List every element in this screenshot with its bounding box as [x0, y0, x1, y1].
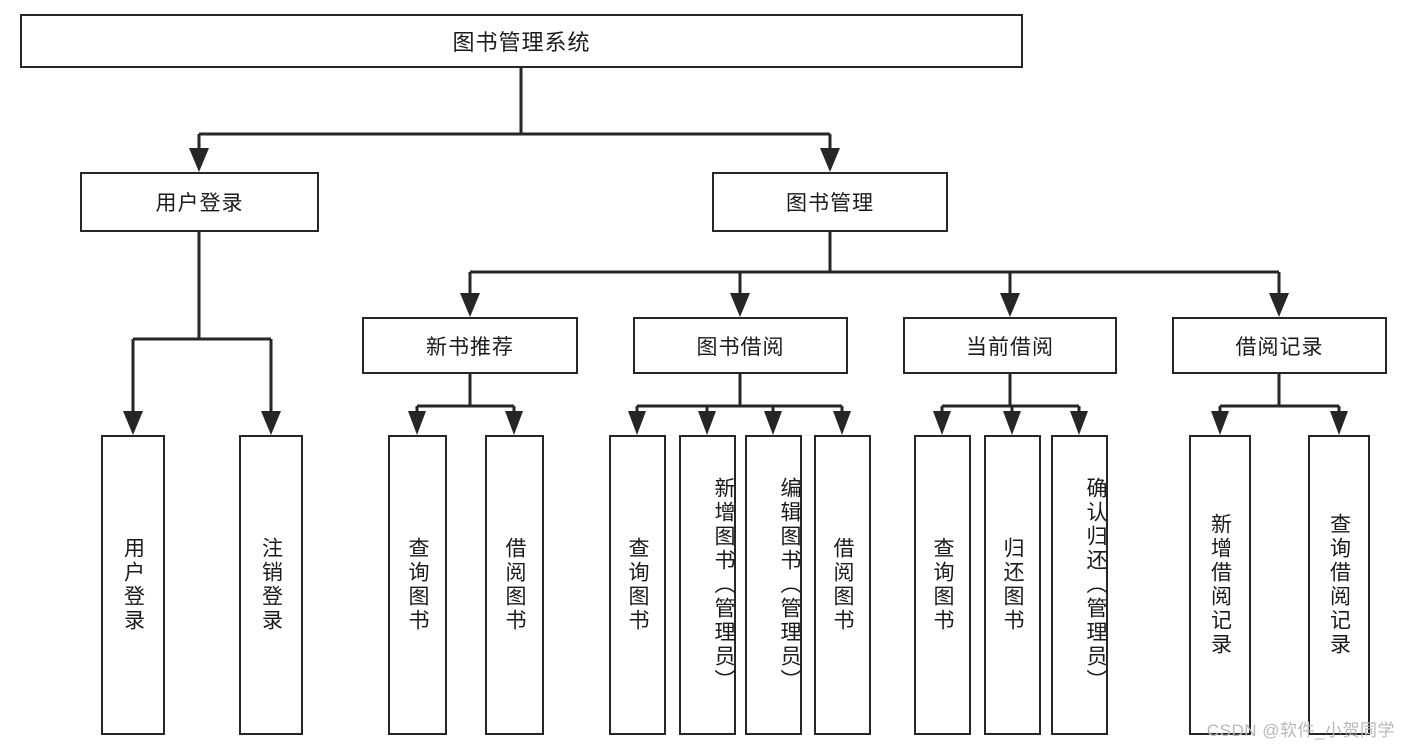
- node-leaf-query-book-recommend[interactable]: 查询图书: [388, 435, 447, 735]
- node-label: 确认归还（管理员）: [1084, 477, 1107, 693]
- node-user-login[interactable]: 用户登录: [80, 172, 319, 232]
- arrowhead-new-book-recommend: [460, 293, 480, 317]
- node-label: 借阅记录: [1235, 335, 1324, 359]
- arrowhead-leaf-query-book-borrow: [628, 411, 646, 435]
- node-label: 图书借阅: [696, 335, 785, 359]
- arrowhead-bookmanage: [820, 148, 840, 172]
- node-borrow-record[interactable]: 借阅记录: [1172, 317, 1387, 374]
- arrowhead-book-borrow: [730, 293, 750, 317]
- node-label: 查询图书: [406, 537, 429, 633]
- node-leaf-confirm-return-admin[interactable]: 确认归还（管理员）: [1051, 435, 1108, 735]
- node-new-book-recommend[interactable]: 新书推荐: [362, 317, 578, 374]
- node-label: 查询借阅记录: [1327, 513, 1351, 657]
- node-leaf-return-book[interactable]: 归还图书: [984, 435, 1041, 735]
- node-label: 新增借阅记录: [1208, 513, 1232, 657]
- node-label: 当前借阅: [966, 335, 1054, 359]
- node-leaf-borrow-book[interactable]: 借阅图书: [814, 435, 871, 735]
- node-label: 新书推荐: [426, 335, 514, 359]
- node-label: 编辑图书（管理员）: [778, 477, 801, 693]
- node-root-system-title[interactable]: 图书管理系统: [20, 14, 1023, 68]
- node-leaf-query-book-current[interactable]: 查询图书: [914, 435, 971, 735]
- arrowhead-leaf-user-login: [123, 411, 143, 435]
- node-leaf-query-borrow-record[interactable]: 查询借阅记录: [1308, 435, 1370, 735]
- node-label: 新增图书（管理员）: [712, 477, 735, 693]
- arrowhead-leaf-borrow-book: [833, 411, 851, 435]
- node-leaf-user-login[interactable]: 用户登录: [101, 435, 165, 735]
- node-label: 归还图书: [1001, 537, 1024, 633]
- arrowhead-leaf-logout: [261, 411, 281, 435]
- arrowhead-leaf-add-book: [698, 411, 716, 435]
- arrowhead-current-borrow: [1000, 293, 1020, 317]
- arrowhead-userlogin: [189, 148, 209, 172]
- arrowhead-leaf-query-book-cur: [933, 411, 951, 435]
- node-leaf-add-borrow-record[interactable]: 新增借阅记录: [1189, 435, 1251, 735]
- node-label: 注销登录: [259, 537, 283, 633]
- arrowhead-leaf-edit-book: [764, 411, 782, 435]
- arrowhead-borrow-record: [1269, 293, 1289, 317]
- node-label: 图书管理系统: [452, 30, 591, 55]
- arrowhead-leaf-query-record: [1330, 411, 1348, 435]
- node-label: 借阅图书: [503, 537, 526, 633]
- node-label: 图书管理: [786, 192, 874, 215]
- csdn-watermark: CSDN @软件_小贺同学: [1206, 721, 1395, 740]
- node-leaf-query-book-borrow[interactable]: 查询图书: [609, 435, 666, 735]
- arrowhead-leaf-borrow-book-rec: [505, 411, 523, 435]
- arrowhead-leaf-add-record: [1211, 411, 1229, 435]
- arrowhead-leaf-query-book-rec: [408, 411, 426, 435]
- node-label: 查询图书: [626, 537, 649, 633]
- node-leaf-borrow-book-recommend[interactable]: 借阅图书: [485, 435, 544, 735]
- node-label: 用户登录: [121, 537, 145, 633]
- node-book-manage[interactable]: 图书管理: [712, 172, 948, 232]
- arrowhead-leaf-confirm-return: [1070, 411, 1088, 435]
- node-label: 借阅图书: [831, 537, 854, 633]
- node-label: 查询图书: [931, 537, 954, 633]
- node-book-borrow[interactable]: 图书借阅: [633, 317, 848, 374]
- node-leaf-logout[interactable]: 注销登录: [239, 435, 303, 735]
- node-current-borrow[interactable]: 当前借阅: [903, 317, 1117, 374]
- node-leaf-edit-book-admin[interactable]: 编辑图书（管理员）: [745, 435, 802, 735]
- node-leaf-add-book-admin[interactable]: 新增图书（管理员）: [679, 435, 736, 735]
- arrowhead-leaf-return-book: [1003, 411, 1021, 435]
- node-label: 用户登录: [155, 192, 244, 215]
